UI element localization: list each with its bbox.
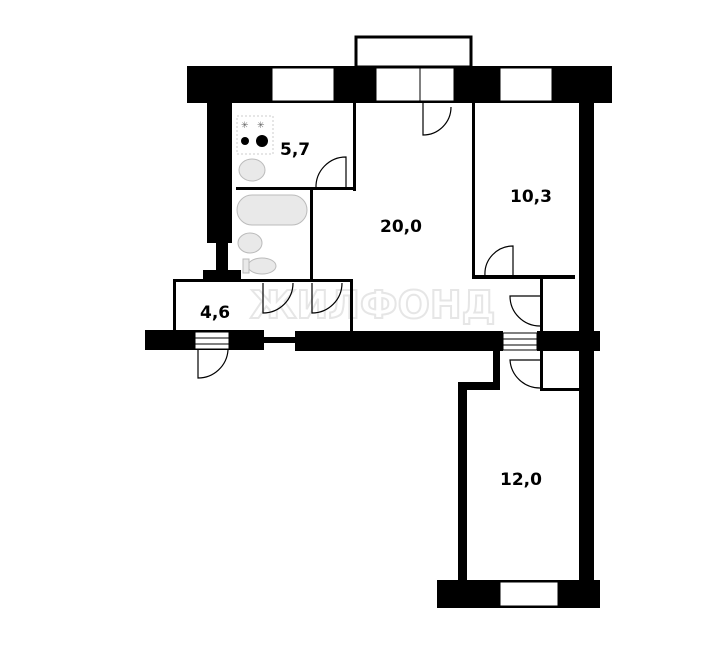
watermark: ЖИЛФОНД bbox=[250, 283, 496, 327]
stove-icon bbox=[236, 115, 274, 155]
doors bbox=[197, 103, 541, 389]
svg-text:✳: ✳ bbox=[241, 121, 249, 131]
svg-text:✳: ✳ bbox=[257, 121, 265, 131]
windows bbox=[194, 67, 559, 607]
bathtub-icon bbox=[236, 194, 308, 226]
room-area-hallway: 4,6 bbox=[200, 303, 230, 323]
fixtures: ✳✳ bbox=[236, 115, 308, 275]
room-area-living-room: 20,0 bbox=[380, 217, 422, 237]
sink-icon bbox=[238, 158, 266, 182]
room-area-kitchen: 5,7 bbox=[280, 140, 310, 160]
room-area-bedroom-1: 10,3 bbox=[510, 187, 552, 207]
washbasin-icon bbox=[237, 232, 263, 254]
room-area-bedroom-2: 12,0 bbox=[500, 470, 542, 490]
toilet-icon bbox=[247, 257, 277, 275]
balcony bbox=[354, 35, 473, 69]
